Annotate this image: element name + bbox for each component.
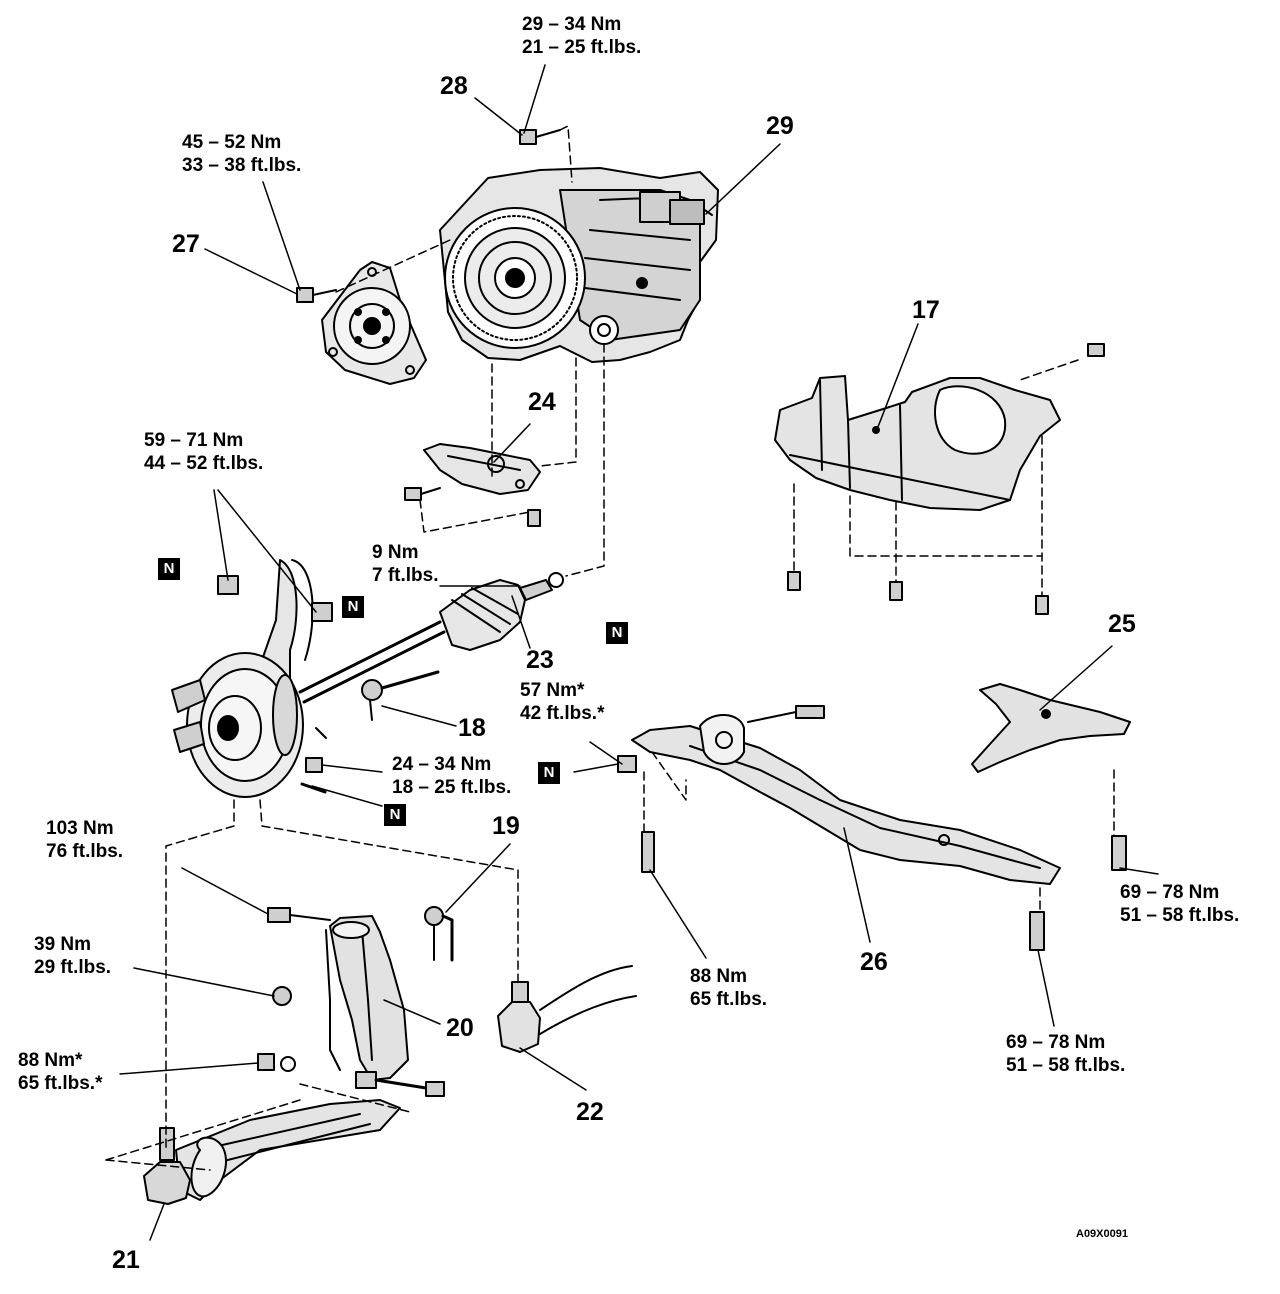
part-number-25: 25 bbox=[1108, 610, 1136, 638]
stabilizer-link-drawing bbox=[424, 906, 454, 962]
under-cover-drawing bbox=[774, 343, 1105, 615]
torque-ftlbs: 65 ft.lbs. bbox=[690, 988, 768, 1010]
torque-ftlbs: 7 ft.lbs. bbox=[372, 564, 439, 586]
torque-nm: 29 – 34 Nm bbox=[522, 14, 622, 35]
torque-spec-strut-bolt: 103 Nm 76 ft.lbs. bbox=[46, 818, 123, 864]
new-part-badge-cotter-pin: N bbox=[384, 804, 406, 826]
torque-nm: 69 – 78 Nm bbox=[1006, 1032, 1106, 1053]
part-number-28: 28 bbox=[440, 72, 468, 100]
torque-spec-20: 88 Nm* 65 ft.lbs.* bbox=[18, 1050, 102, 1096]
torque-nm: 45 – 52 Nm bbox=[182, 132, 282, 153]
strut-fork-drawing bbox=[257, 907, 445, 1097]
part-number-20: 20 bbox=[446, 1014, 474, 1042]
torque-nm: 103 Nm bbox=[46, 818, 114, 839]
part-number-24: 24 bbox=[528, 388, 556, 416]
torque-nm: 88 Nm* bbox=[18, 1050, 83, 1071]
torque-ftlbs: 76 ft.lbs. bbox=[46, 840, 124, 862]
part-number-17: 17 bbox=[912, 296, 940, 324]
new-part-badge-crossmember-nut: N bbox=[538, 762, 560, 784]
torque-ftlbs: 29 ft.lbs. bbox=[34, 956, 112, 978]
leader-lines bbox=[119, 64, 1159, 1241]
torque-spec-27: 45 – 52 Nm 33 – 38 ft.lbs. bbox=[182, 132, 301, 178]
torque-nm: 24 – 34 Nm bbox=[392, 754, 492, 775]
torque-nm: 57 Nm* bbox=[520, 680, 585, 701]
part-number-26: 26 bbox=[860, 948, 888, 976]
knuckle-hub-drawing bbox=[171, 559, 333, 798]
part-number-23: 23 bbox=[526, 646, 554, 674]
torque-ftlbs: 21 – 25 ft.lbs. bbox=[522, 36, 642, 58]
torque-spec-24: 9 Nm 7 ft.lbs. bbox=[372, 542, 439, 588]
torque-nm: 69 – 78 Nm bbox=[1120, 882, 1220, 903]
transaxle-drawing bbox=[439, 167, 719, 363]
torque-ftlbs: 44 – 52 ft.lbs. bbox=[144, 452, 264, 474]
assembly-lines bbox=[105, 125, 1115, 1171]
new-part-badge-hub-nut: N bbox=[158, 558, 180, 580]
torque-spec-crossmember-nut: 57 Nm* 42 ft.lbs.* bbox=[520, 680, 604, 726]
torque-spec-18: 24 – 34 Nm 18 – 25 ft.lbs. bbox=[392, 754, 511, 800]
new-part-badge-circlip: N bbox=[606, 622, 628, 644]
ball-joint-22-drawing bbox=[497, 965, 637, 1053]
torque-spec-25: 69 – 78 Nm 51 – 58 ft.lbs. bbox=[1120, 882, 1239, 928]
torque-ftlbs: 18 – 25 ft.lbs. bbox=[392, 776, 512, 798]
lower-arm-bracket-drawing bbox=[971, 683, 1131, 871]
mount-bracket-drawing bbox=[404, 443, 541, 527]
drive-plate-drawing bbox=[321, 261, 427, 385]
part-number-29: 29 bbox=[766, 112, 794, 140]
part-number-22: 22 bbox=[576, 1098, 604, 1126]
torque-spec-26-right: 69 – 78 Nm 51 – 58 ft.lbs. bbox=[1006, 1032, 1125, 1078]
part-number-18: 18 bbox=[458, 714, 486, 742]
torque-nm: 88 Nm bbox=[690, 966, 748, 987]
torque-nm: 59 – 71 Nm bbox=[144, 430, 244, 451]
crossmember-drawing bbox=[617, 705, 1061, 951]
torque-nm: 9 Nm bbox=[372, 542, 419, 563]
part-number-19: 19 bbox=[492, 812, 520, 840]
drive-shaft-drawing bbox=[298, 572, 564, 704]
part-number-21: 21 bbox=[112, 1246, 140, 1274]
torque-ftlbs: 42 ft.lbs.* bbox=[520, 702, 605, 724]
torque-ftlbs: 51 – 58 ft.lbs. bbox=[1006, 1054, 1126, 1076]
new-part-badge-knuckle-nut: N bbox=[342, 596, 364, 618]
figure-code: A09X0091 bbox=[1076, 1228, 1128, 1240]
torque-spec-28: 29 – 34 Nm 21 – 25 ft.lbs. bbox=[522, 14, 641, 60]
torque-spec-26-left: 88 Nm 65 ft.lbs. bbox=[690, 966, 767, 1012]
torque-ftlbs: 51 – 58 ft.lbs. bbox=[1120, 904, 1240, 926]
torque-spec-hub-nuts: 59 – 71 Nm 44 – 52 ft.lbs. bbox=[144, 430, 263, 476]
lower-arm-21-drawing bbox=[143, 1099, 401, 1205]
torque-nm: 39 Nm bbox=[34, 934, 92, 955]
torque-spec-19: 39 Nm 29 ft.lbs. bbox=[34, 934, 111, 980]
part-number-27: 27 bbox=[172, 230, 200, 258]
torque-ftlbs: 33 – 38 ft.lbs. bbox=[182, 154, 302, 176]
torque-ftlbs: 65 ft.lbs.* bbox=[18, 1072, 103, 1094]
